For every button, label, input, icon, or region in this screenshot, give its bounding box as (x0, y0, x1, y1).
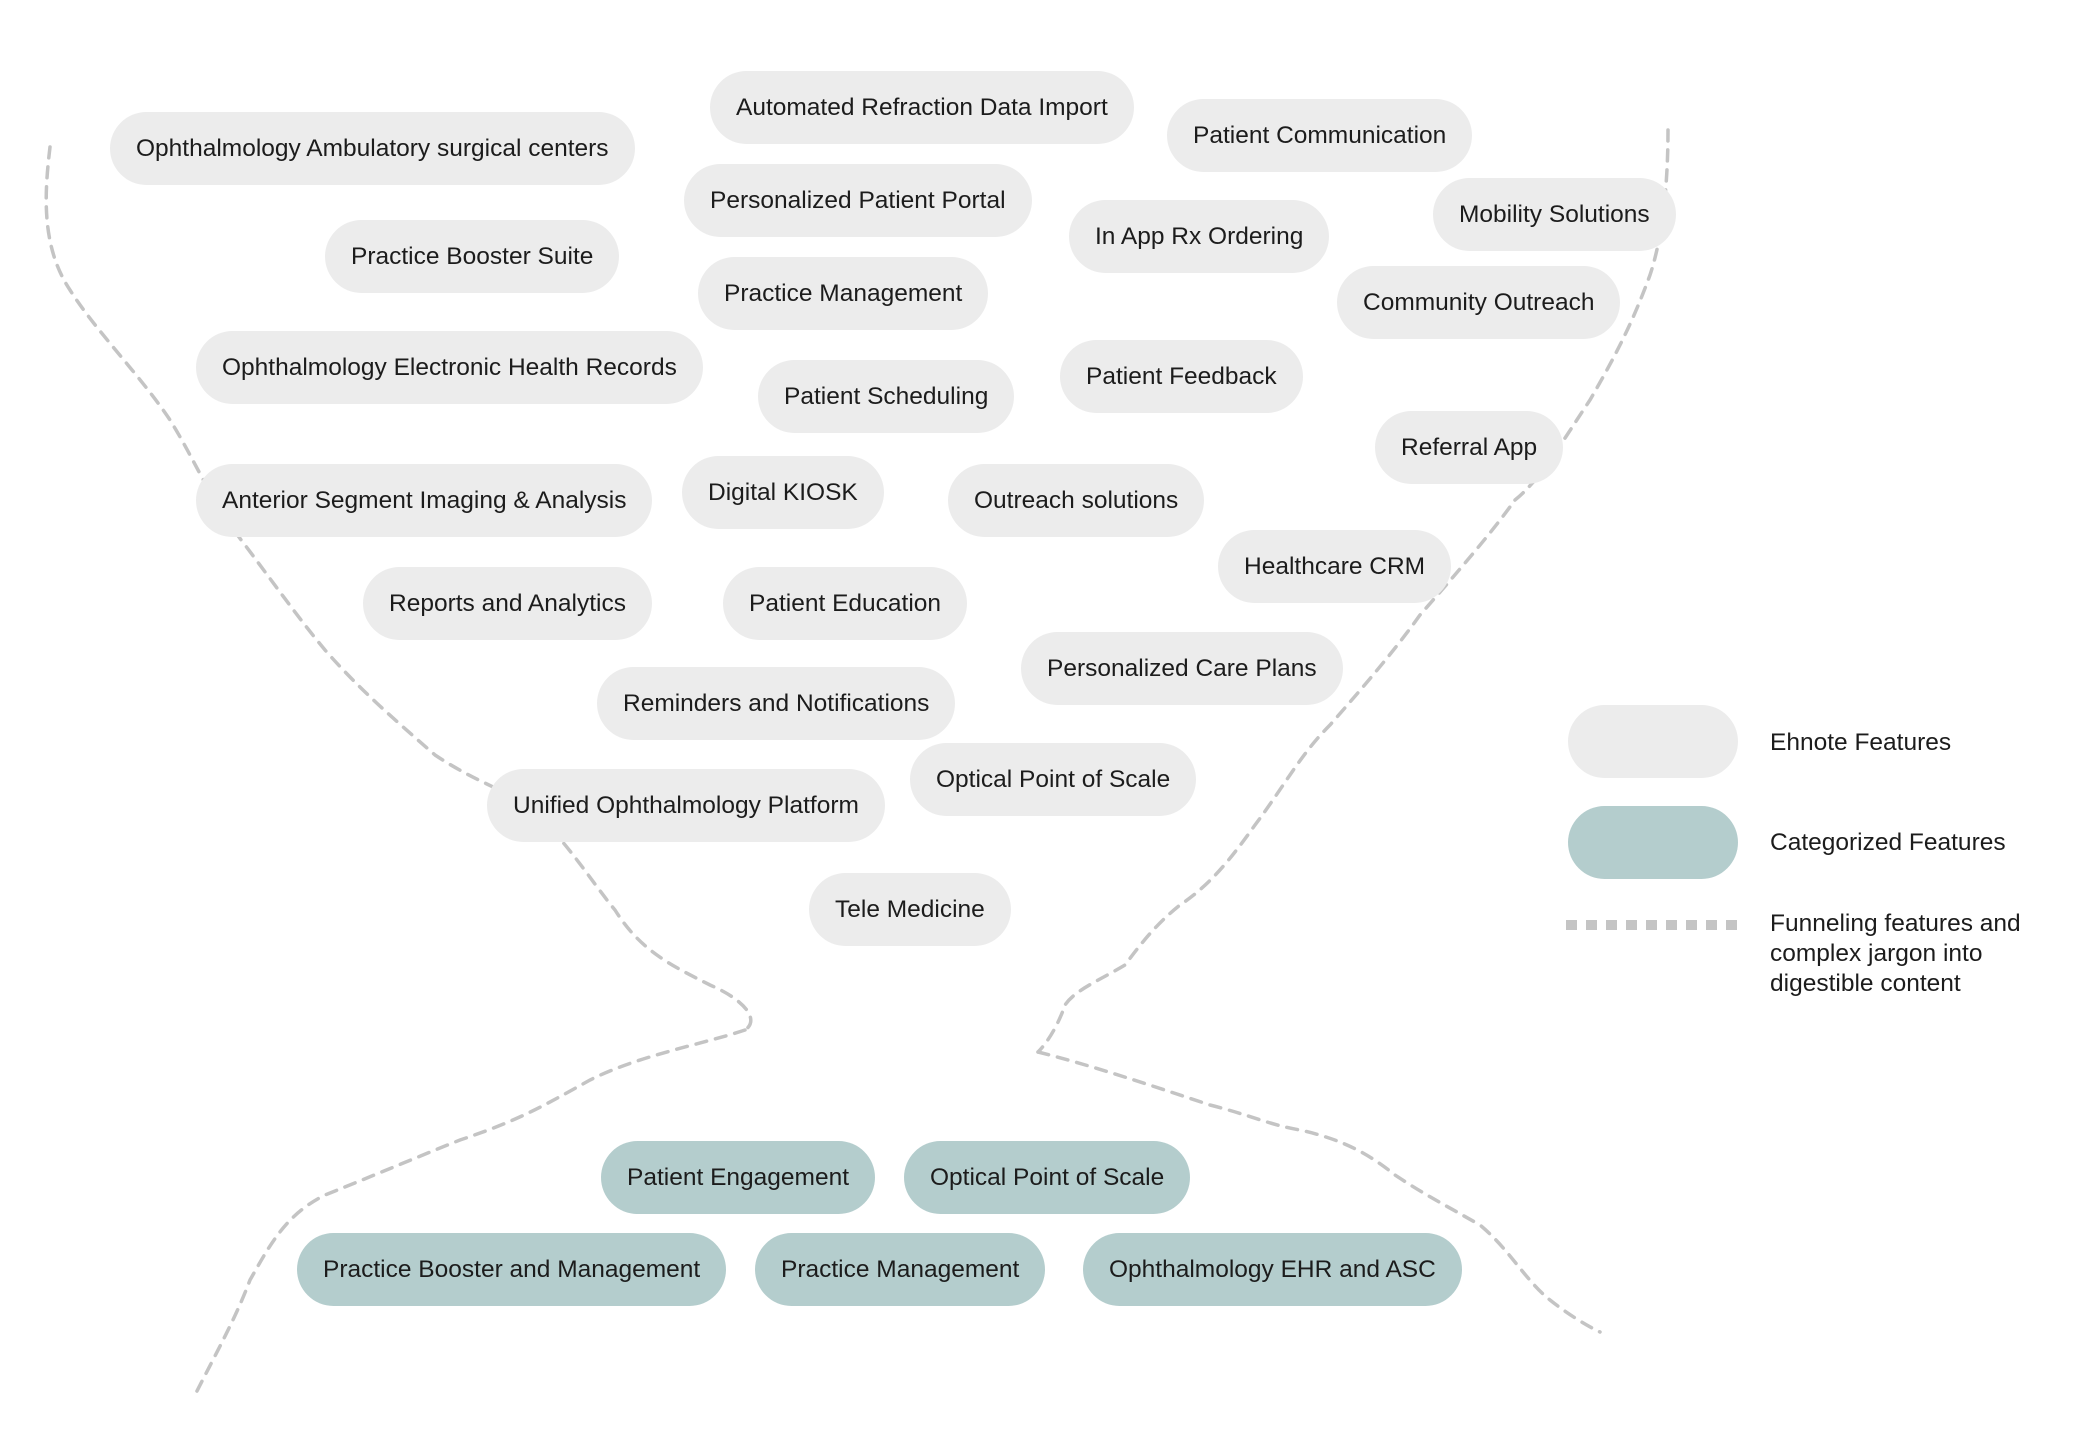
legend-ehnote-swatch (1568, 705, 1738, 778)
ehnote-feature-pill: Healthcare CRM (1218, 530, 1452, 603)
funnel-left-upper-line (44, 145, 753, 1032)
ehnote-feature-pill: Ophthalmology Electronic Health Records (196, 331, 703, 404)
ehnote-feature-pill: Mobility Solutions (1433, 178, 1676, 251)
funnel-left-lower-line (193, 1028, 747, 1397)
legend-categorized-swatch (1568, 806, 1738, 879)
legend-funnel-label: Funneling features and complex jargon in… (1770, 910, 2021, 997)
ehnote-feature-pill: Community Outreach (1337, 266, 1621, 339)
categorized-feature-pill: Practice Management (755, 1233, 1046, 1306)
categorized-feature-pill: Patient Engagement (601, 1141, 876, 1214)
ehnote-feature-pill: Optical Point of Scale (910, 743, 1197, 816)
ehnote-feature-pill: Ophthalmology Ambulatory surgical center… (110, 112, 635, 185)
ehnote-feature-pill: Digital KIOSK (682, 456, 884, 529)
ehnote-feature-pill: Automated Refraction Data Import (710, 71, 1134, 144)
ehnote-feature-pill: Practice Booster Suite (325, 220, 620, 293)
categorized-feature-pill: Optical Point of Scale (904, 1141, 1191, 1214)
ehnote-feature-pill: Patient Scheduling (758, 360, 1015, 433)
ehnote-feature-pill: Personalized Patient Portal (684, 164, 1032, 237)
categorized-feature-pill: Practice Booster and Management (297, 1233, 727, 1306)
funnel-right-upper-line (1036, 128, 1670, 1054)
ehnote-feature-pill: Patient Feedback (1060, 340, 1303, 413)
ehnote-feature-pill: Practice Management (698, 257, 989, 330)
ehnote-feature-pill: In App Rx Ordering (1069, 200, 1330, 273)
ehnote-feature-pill: Personalized Care Plans (1021, 632, 1343, 705)
ehnote-feature-pill: Unified Ophthalmology Platform (487, 769, 885, 842)
categorized-feature-pill: Ophthalmology EHR and ASC (1083, 1233, 1462, 1306)
ehnote-feature-pill: Outreach solutions (948, 464, 1205, 537)
funnel-right-lower-line (1036, 1050, 1602, 1334)
ehnote-feature-pill: Anterior Segment Imaging & Analysis (196, 464, 653, 537)
ehnote-feature-pill: Reports and Analytics (363, 567, 652, 640)
ehnote-feature-pill: Patient Communication (1167, 99, 1473, 172)
ehnote-feature-pill: Reminders and Notifications (597, 667, 956, 740)
ehnote-feature-pill: Tele Medicine (809, 873, 1011, 946)
ehnote-feature-pill: Patient Education (723, 567, 968, 640)
ehnote-feature-pill: Referral App (1375, 411, 1564, 484)
legend-categorized-label: Categorized Features (1770, 829, 2006, 856)
legend-ehnote-label: Ehnote Features (1770, 729, 1952, 756)
